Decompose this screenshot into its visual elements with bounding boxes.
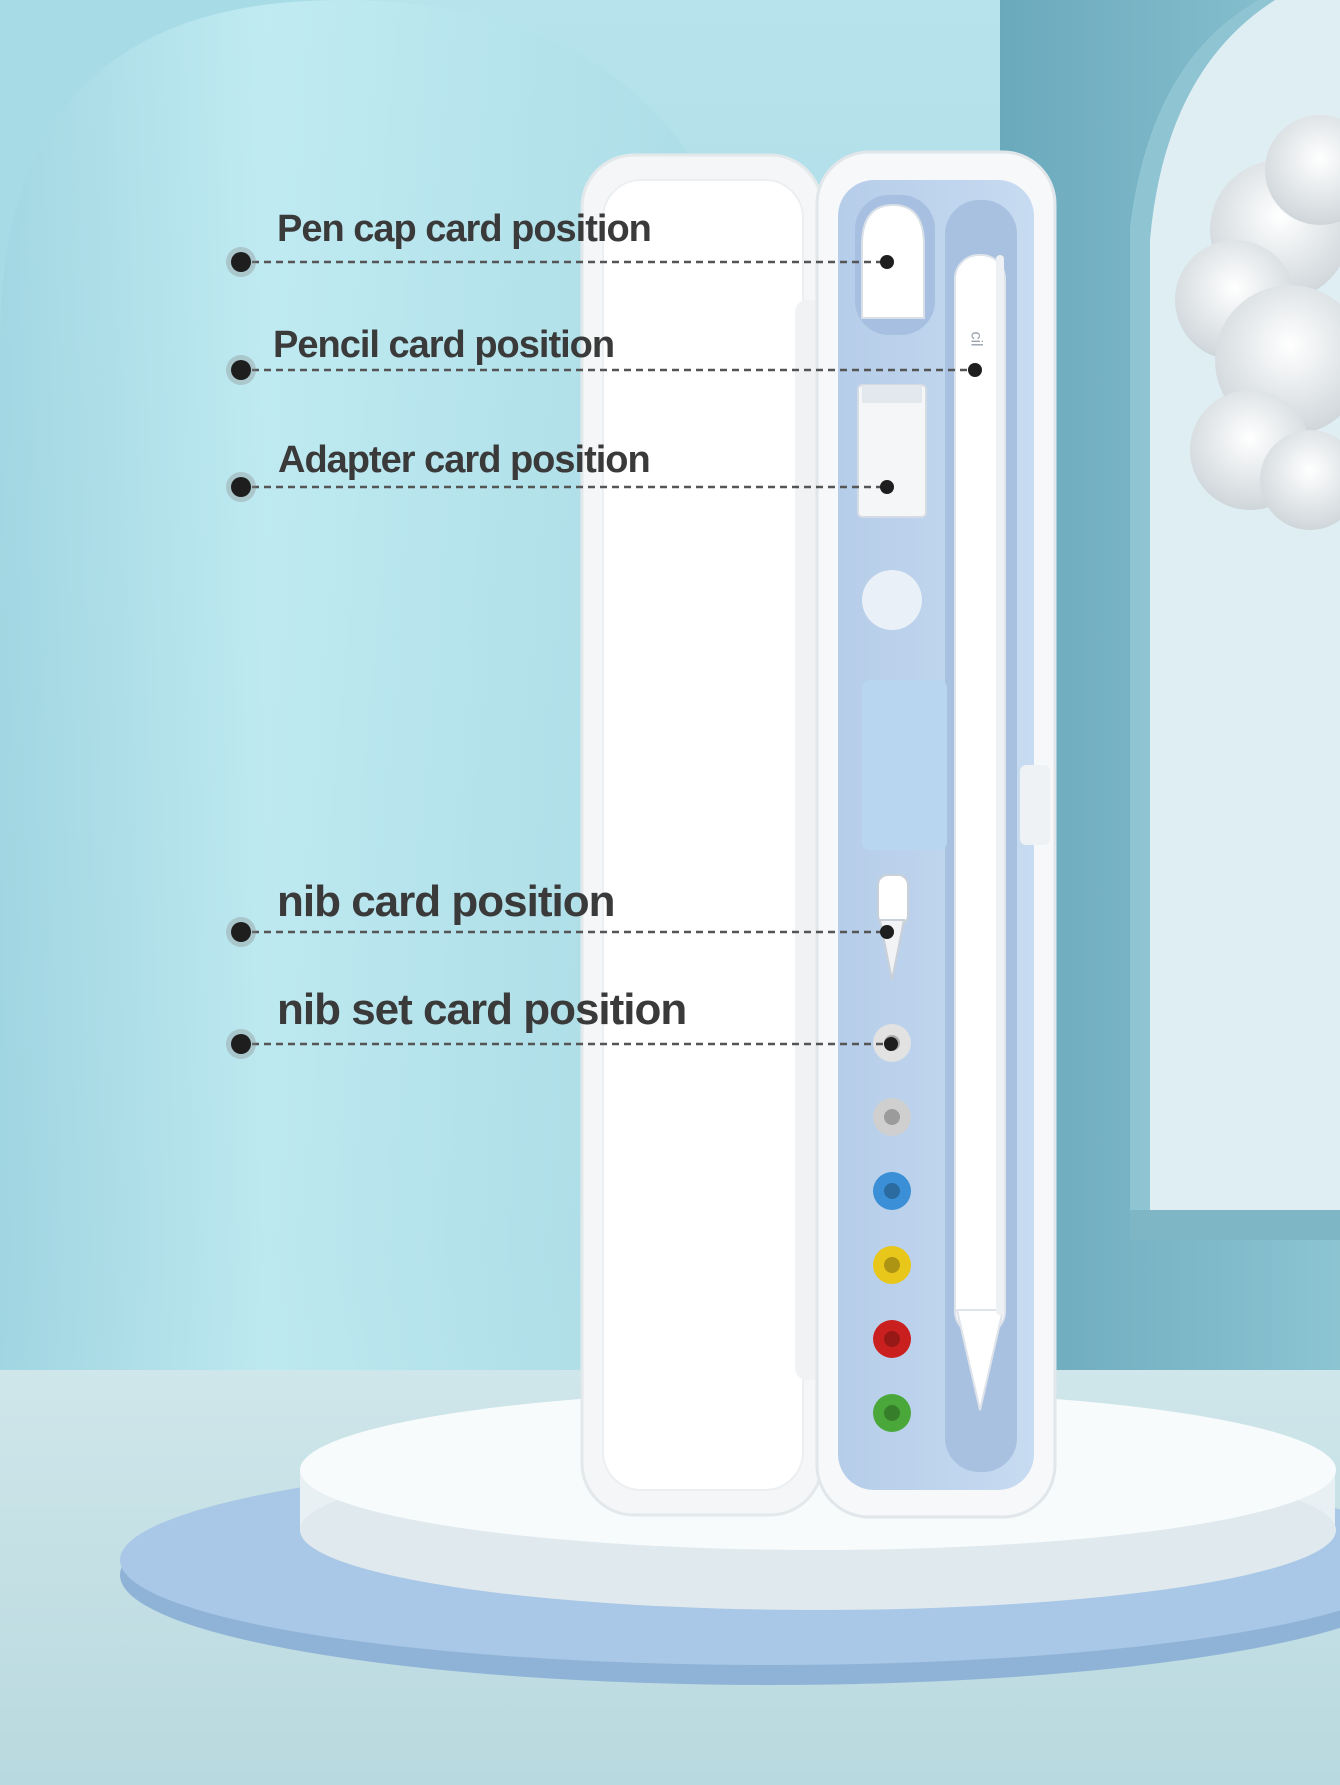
callout-dot-left (226, 917, 256, 947)
callout-dot-right (880, 480, 894, 494)
callout-label-pen-cap: Pen cap card position (277, 208, 652, 250)
callout-label-pencil: Pencil card position (273, 324, 615, 366)
callout-dot-right (880, 255, 894, 269)
callout-dot-left (226, 247, 256, 277)
nib-cap (873, 1246, 911, 1284)
callout-dot-left (226, 1029, 256, 1059)
callout-dot-right (884, 1037, 898, 1051)
callout-dot-left (226, 472, 256, 502)
callout-label-adapter: Adapter card position (278, 439, 651, 481)
callout-label-nib: nib card position (277, 877, 615, 926)
nib-cap (873, 1320, 911, 1358)
nib-cap (873, 1394, 911, 1432)
nib-cap (873, 1172, 911, 1210)
callout-dot-right (880, 925, 894, 939)
callout-dot-right (968, 363, 982, 377)
nib-cap (873, 1098, 911, 1136)
callout-label-nib-set: nib set card position (277, 985, 687, 1034)
callout-dot-left (226, 355, 256, 385)
